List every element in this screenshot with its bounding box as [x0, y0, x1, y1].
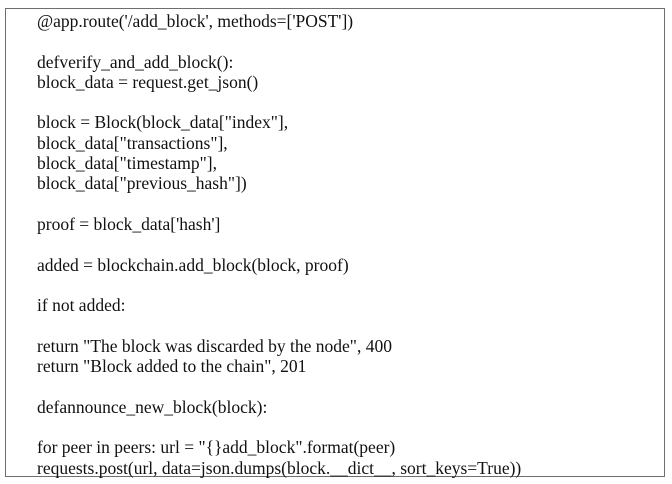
code-line: block_data["transactions"],	[37, 132, 228, 153]
code-line: for peer in peers: url = "{}add_block".f…	[37, 437, 396, 458]
blank-line	[37, 376, 521, 396]
blank-line	[37, 234, 521, 254]
code-line: if not added:	[37, 295, 126, 316]
blank-line	[37, 92, 521, 112]
code-listing: @app.route('/add_block', methods=['POST'…	[37, 11, 521, 478]
code-line: block = Block(block_data["index"],	[37, 112, 289, 133]
code-line: added = blockchain.add_block(block, proo…	[37, 254, 349, 275]
code-line: defverify_and_add_block():	[37, 51, 234, 72]
code-line: @app.route('/add_block', methods=['POST'…	[37, 11, 354, 31]
code-line: defannounce_new_block(block):	[37, 396, 268, 417]
code-line: proof = block_data['hash']	[37, 213, 221, 234]
code-line: block_data["previous_hash"])	[37, 173, 247, 194]
blank-line	[37, 275, 521, 295]
code-line: return "Block added to the chain", 201	[37, 356, 307, 377]
code-line: block_data = request.get_json()	[37, 71, 259, 92]
code-line: requests.post(url, data=json.dumps(block…	[37, 457, 522, 478]
blank-line	[37, 31, 521, 51]
blank-line	[37, 315, 521, 335]
blank-line	[37, 417, 521, 437]
code-line: block_data["timestamp"],	[37, 153, 217, 174]
blank-line	[37, 194, 521, 214]
code-box	[5, 8, 665, 477]
code-line: return "The block was discarded by the n…	[37, 335, 392, 356]
